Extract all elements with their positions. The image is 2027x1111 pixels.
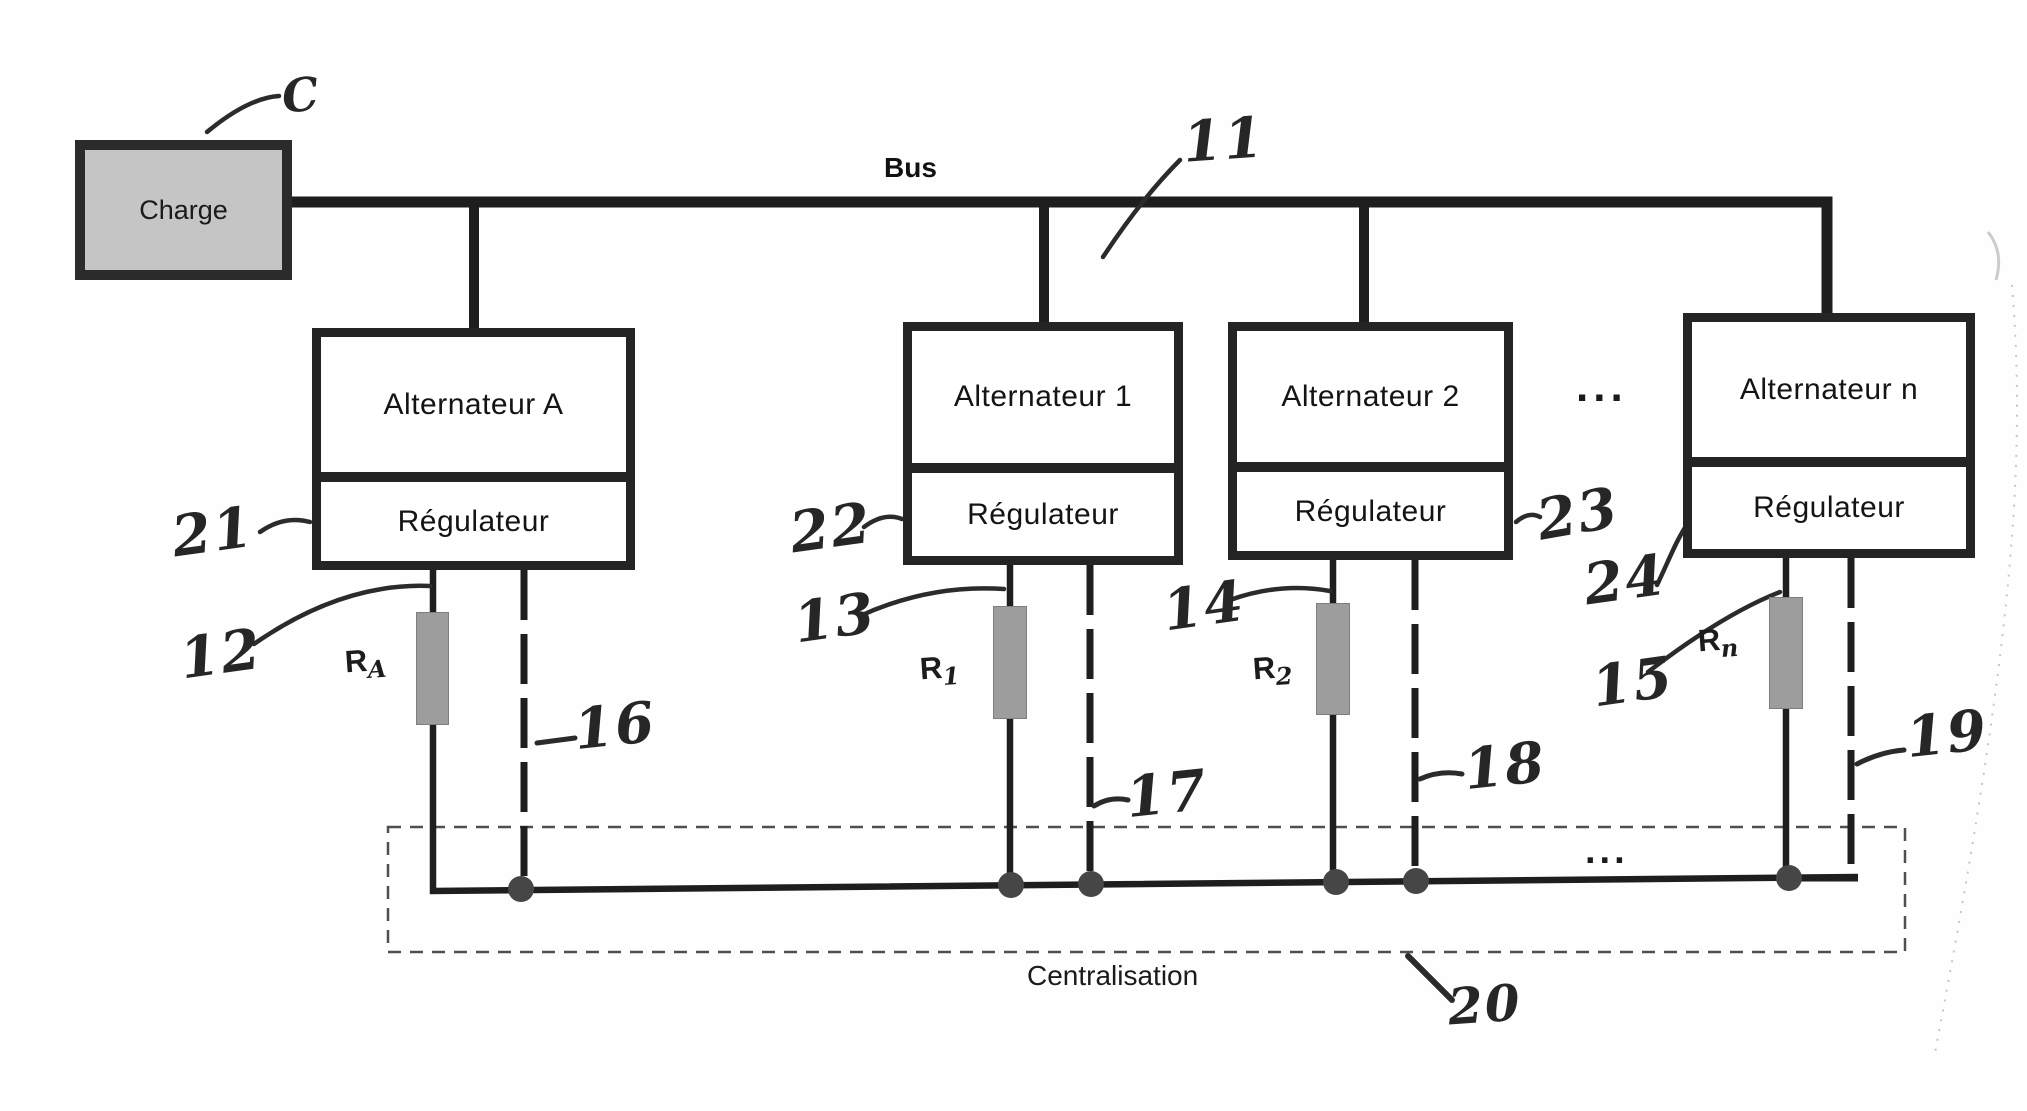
ref-11: 11 xyxy=(1180,104,1268,176)
alternator-2-box: Alternateur 2 Régulateur xyxy=(1228,322,1513,560)
scan-artifact-arc xyxy=(1933,284,2019,1059)
resistor-ra-label: RA xyxy=(344,642,388,686)
ref-12: 12 xyxy=(175,615,267,693)
resistor-r1-label: R1 xyxy=(919,649,961,693)
alternator-2-regulator-cell: Régulateur xyxy=(1237,472,1504,551)
leader-20-arrow xyxy=(1405,953,1455,1003)
ref-18: 18 xyxy=(1460,728,1550,804)
alternator-a-title-cell: Alternateur A xyxy=(321,337,626,482)
alternator-n-box: Alternateur n Régulateur xyxy=(1683,313,1975,558)
r-base: R xyxy=(1251,649,1277,687)
ref-21: 21 xyxy=(167,493,259,571)
ref-23: 23 xyxy=(1531,474,1625,554)
leader-22 xyxy=(861,514,905,530)
resistor-rn-label: Rn xyxy=(1697,621,1740,665)
junction-dot xyxy=(1403,868,1429,894)
ref-14: 14 xyxy=(1158,567,1250,645)
leader-15 xyxy=(1645,589,1783,675)
ref-16: 16 xyxy=(570,688,660,764)
ref-24: 24 xyxy=(1579,541,1671,619)
ref-22: 22 xyxy=(785,489,877,567)
junction-dot xyxy=(1323,869,1349,895)
ref-13: 13 xyxy=(789,579,881,657)
leader-c xyxy=(204,93,282,135)
r-sub: n xyxy=(1719,632,1740,663)
leader-16 xyxy=(534,735,578,746)
leader-18 xyxy=(1417,770,1465,782)
regulator-n-label: Régulateur xyxy=(1753,491,1905,524)
alternator-n-title-cell: Alternateur n xyxy=(1692,322,1966,467)
junction-dot xyxy=(1078,871,1104,897)
resistor-r2 xyxy=(1316,603,1350,715)
leader-12 xyxy=(251,583,433,647)
leader-13 xyxy=(857,586,1007,619)
alternator-a-box: Alternateur A Régulateur xyxy=(312,328,635,570)
alternator-n-title: Alternateur n xyxy=(1739,372,1919,406)
regulator-2-label: Régulateur xyxy=(1294,494,1447,528)
ellipsis-boxes: ... xyxy=(1576,362,1628,411)
bus-line xyxy=(290,196,1833,318)
ellipsis-bus: ... xyxy=(1585,830,1629,872)
ref-19: 19 xyxy=(1902,696,1992,772)
scan-artifact-hook xyxy=(1986,231,2001,281)
resistor-r1 xyxy=(993,606,1027,719)
centralisation-dashed-box xyxy=(386,825,1907,954)
leader-17 xyxy=(1091,796,1131,809)
ref-15: 15 xyxy=(1587,643,1679,721)
junction-dot xyxy=(998,872,1024,898)
r-sub: 2 xyxy=(1274,660,1294,691)
alternator-a-regulator-cell: Régulateur xyxy=(321,482,626,561)
junction-dot xyxy=(1776,865,1802,891)
junction-dot xyxy=(508,876,534,902)
regulator-1-label: Régulateur xyxy=(967,497,1119,531)
ref-c: C xyxy=(279,66,324,124)
charge-label: Charge xyxy=(139,194,228,225)
r-sub: A xyxy=(366,653,388,685)
resistor-rn xyxy=(1769,597,1803,709)
alternator-1-regulator-cell: Régulateur xyxy=(912,473,1174,556)
leader-11 xyxy=(1100,157,1183,260)
leader-23 xyxy=(1513,512,1543,525)
r-base: R xyxy=(918,649,944,687)
ref-20: 20 xyxy=(1445,972,1524,1037)
centralisation-label: Centralisation xyxy=(1027,960,1199,991)
r-base: R xyxy=(1696,621,1722,659)
bus-label: Bus xyxy=(884,152,937,183)
r-base: R xyxy=(343,642,369,680)
alternator-n-regulator-cell: Régulateur xyxy=(1692,467,1966,549)
leader-14 xyxy=(1227,585,1333,603)
resistor-ra xyxy=(416,612,449,725)
regulator-a-label: Régulateur xyxy=(397,504,550,538)
leader-19 xyxy=(1854,747,1907,767)
leader-21 xyxy=(257,517,313,535)
ref-17: 17 xyxy=(1122,756,1212,832)
alternator-1-title: Alternateur 1 xyxy=(953,380,1133,413)
alternator-2-title-cell: Alternateur 2 xyxy=(1237,331,1504,472)
resistor-r2-label: R2 xyxy=(1252,649,1294,693)
alternator-1-box: Alternateur 1 Régulateur xyxy=(903,322,1183,565)
r-sub: 1 xyxy=(941,660,961,691)
alternator-a-title: Alternateur A xyxy=(383,387,564,421)
charge-box: Charge xyxy=(75,140,292,280)
alternator-2-title: Alternateur 2 xyxy=(1281,379,1460,413)
alternator-1-title-cell: Alternateur 1 xyxy=(912,331,1174,473)
